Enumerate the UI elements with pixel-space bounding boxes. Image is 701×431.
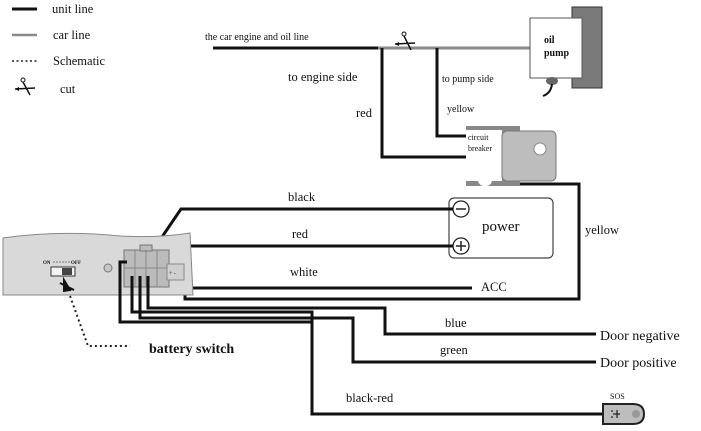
connector-aux: [166, 263, 185, 281]
oil-pump-body: [529, 17, 583, 79]
red-wire: [159, 244, 453, 262]
door-positive-label: Door positive: [600, 356, 677, 371]
breaker-body: [501, 130, 557, 182]
breaker-label-1: circuit: [468, 133, 489, 142]
black-red-wire-label: black-red: [346, 391, 394, 405]
breaker-hole: [533, 142, 547, 156]
device-led-icon: [103, 263, 113, 273]
connector-pm-label: + -: [169, 271, 176, 277]
oil-pump-hose: [542, 83, 553, 97]
cut-scissors-icon: [394, 31, 416, 51]
power-box: power: [448, 197, 554, 259]
blue-wire: [146, 276, 596, 336]
oil-pump: oil pump: [529, 6, 603, 97]
power-label: power: [482, 219, 520, 235]
scissors-icon: [14, 77, 36, 96]
red-top-label: red: [356, 106, 373, 120]
legend-cut-label: cut: [60, 82, 76, 96]
sos-button[interactable]: SOS: [602, 392, 646, 425]
legend-car-line-label: car line: [53, 28, 91, 42]
black-wire-label: black: [288, 190, 316, 204]
black-red-wire: [130, 276, 605, 416]
blue-wire-label: blue: [445, 316, 467, 330]
tracker-device: ON OFF + -: [2, 232, 194, 296]
to-pump-side-label: to pump side: [442, 74, 494, 85]
red-wire-to-breaker: [380, 48, 470, 159]
switch-on-label: ON: [43, 261, 51, 266]
circuit-breaker: circuit breaker: [466, 126, 557, 186]
legend-schematic-label: Schematic: [53, 54, 106, 68]
connector-wire-b: [118, 260, 312, 324]
arrow-pointer-icon: [59, 276, 75, 293]
legend-unit-line-label: unit line: [52, 2, 94, 16]
engine-oil-line-label: the car engine and oil line: [205, 32, 309, 43]
yellow-wire-to-breaker: [435, 48, 470, 138]
switch-off-label: OFF: [71, 261, 81, 266]
green-wire: [138, 276, 596, 364]
yellow-top-label: yellow: [447, 104, 475, 115]
red-wire-label: red: [292, 227, 309, 241]
yellow-side-label: yellow: [585, 223, 619, 237]
breaker-notch: [478, 170, 492, 186]
oil-pump-label-2: pump: [544, 48, 569, 59]
white-wire-label: white: [290, 265, 318, 279]
door-negative-label: Door negative: [600, 329, 680, 344]
oil-pump-label-1: oil: [544, 35, 555, 46]
battery-switch-leader: [69, 295, 130, 347]
sos-label: SOS: [610, 392, 625, 401]
power-box-frame: [448, 197, 554, 259]
green-wire-label: green: [440, 343, 469, 357]
legend: unit line car line Schematic cut: [12, 2, 106, 96]
battery-switch-knob: [62, 268, 72, 275]
sos-button-led: [632, 410, 640, 418]
acc-label: ACC: [481, 280, 507, 294]
sos-button-body[interactable]: [602, 403, 646, 425]
breaker-label-2: breaker: [468, 144, 492, 153]
oil-pump-nozzle: [546, 77, 558, 85]
battery-switch-label: battery switch: [149, 342, 234, 357]
to-engine-side-label: to engine side: [288, 70, 358, 84]
